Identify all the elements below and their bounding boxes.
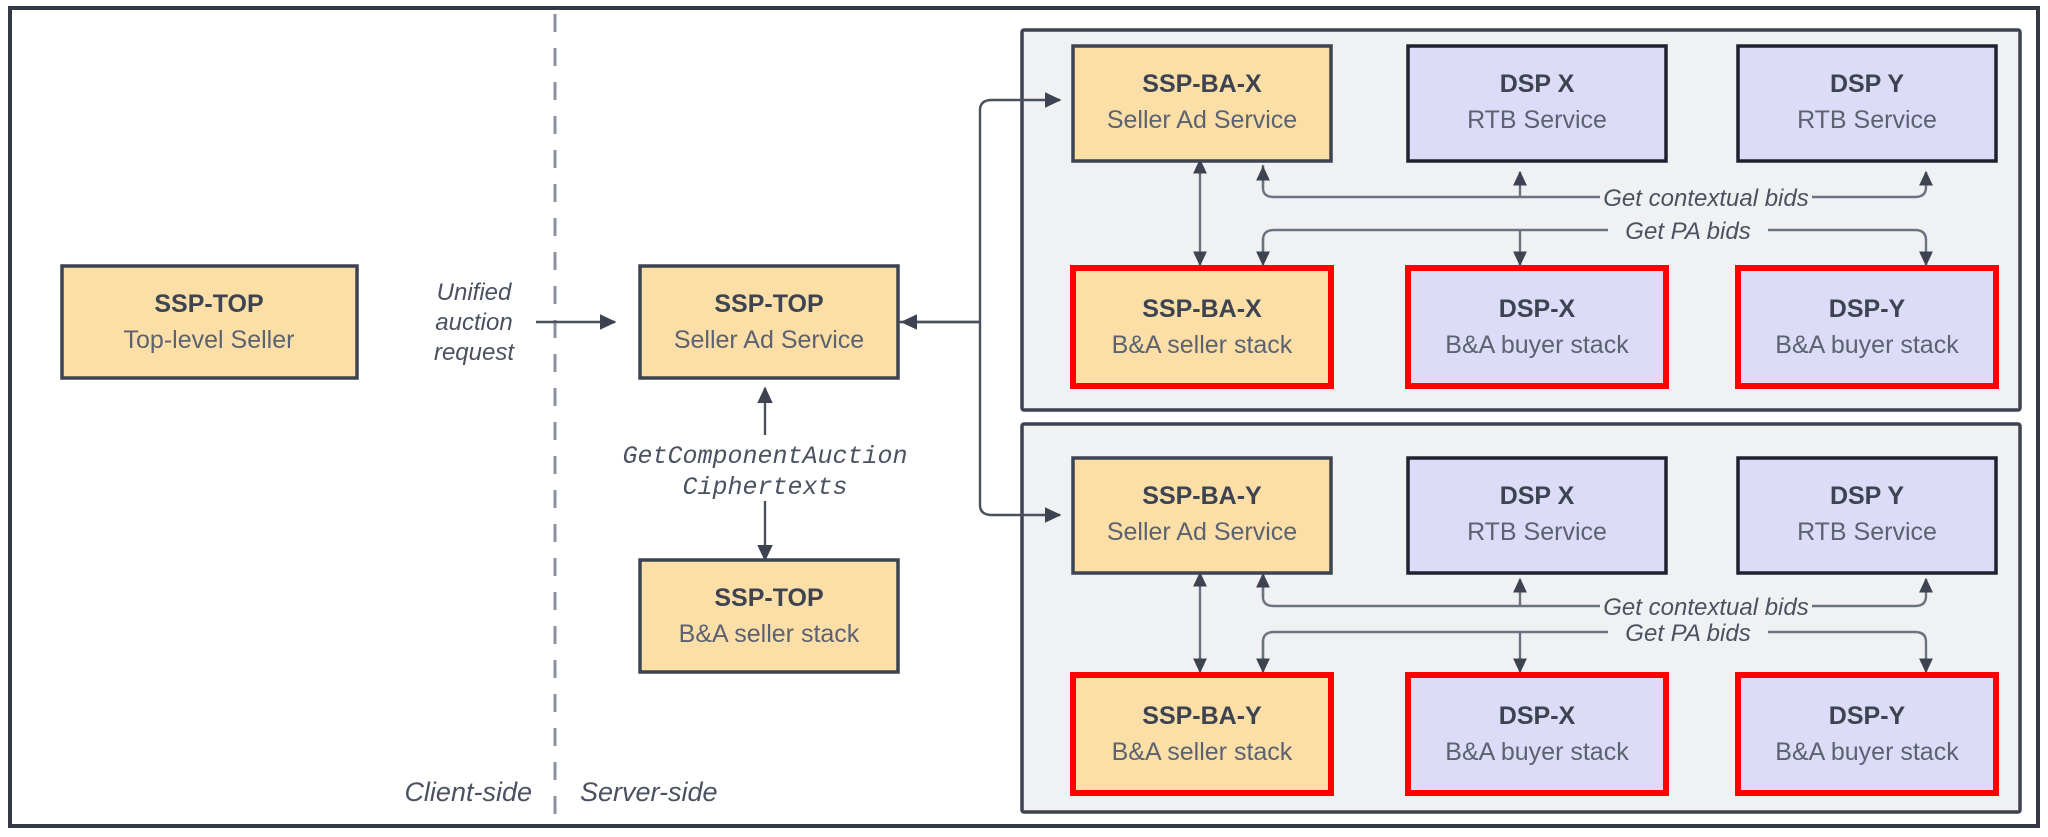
node-ssp-top-top-level-seller[interactable]: SSP-TOP Top-level Seller (60, 264, 359, 380)
label-px-get-contextual-bids: Get contextual bids (1600, 180, 1812, 214)
label-text: Get contextual bids (1603, 185, 1808, 212)
node-px-dsp-y-rtb-service[interactable]: DSP Y RTB Service (1736, 44, 1998, 163)
node-subtitle: Seller Ad Service (1107, 106, 1297, 134)
node-subtitle: B&A buyer stack (1775, 331, 1959, 359)
node-ssp-top-ba-seller-stack[interactable]: SSP-TOP B&A seller stack (638, 558, 900, 674)
node-title: SSP-BA-X (1142, 295, 1262, 323)
node-subtitle: B&A seller stack (1112, 738, 1293, 766)
node-title: SSP-TOP (714, 290, 823, 318)
label-line-3: request (434, 339, 515, 366)
node-title: SSP-BA-Y (1142, 702, 1262, 730)
px-contextual-arrow-dspy (1805, 170, 1933, 199)
node-title: DSP Y (1830, 482, 1904, 510)
node-px-dsp-y-buyer-stack[interactable]: DSP-Y B&A buyer stack (1735, 265, 1999, 389)
node-py-dsp-x-buyer-stack[interactable]: DSP-X B&A buyer stack (1405, 672, 1669, 796)
node-title: DSP-X (1499, 295, 1576, 323)
node-title: DSP Y (1830, 70, 1904, 98)
node-title: DSP-Y (1829, 295, 1906, 323)
label-line-1: Unified (437, 279, 512, 306)
label-line-2: Ciphertexts (682, 473, 847, 502)
label-py-get-pa-bids: Get PA bids (1608, 615, 1768, 649)
node-py-ssp-ba-y-seller-stack[interactable]: SSP-BA-Y B&A seller stack (1070, 672, 1334, 796)
node-py-dsp-x-rtb-service[interactable]: DSP X RTB Service (1406, 456, 1668, 575)
node-subtitle: RTB Service (1467, 518, 1607, 546)
node-title: DSP-X (1499, 702, 1576, 730)
px-pa-arrow-dspy (1760, 228, 1933, 267)
server-side-label: Server-side (580, 777, 718, 807)
py-contextual-arrow-dspy (1805, 577, 1933, 608)
client-side-label: Client-side (404, 777, 532, 807)
node-subtitle: B&A buyer stack (1445, 331, 1629, 359)
node-px-ssp-ba-x-seller-stack[interactable]: SSP-BA-X B&A seller stack (1070, 265, 1334, 389)
connector-ssptop-to-ssp-ba-x (978, 92, 1062, 322)
node-ssp-top-seller-ad-service[interactable]: SSP-TOP Seller Ad Service (638, 264, 900, 380)
label-line-2: auction (435, 309, 512, 336)
node-title: DSP X (1500, 482, 1575, 510)
node-subtitle: B&A buyer stack (1775, 738, 1959, 766)
node-subtitle: Top-level Seller (124, 326, 295, 354)
node-subtitle: RTB Service (1797, 518, 1937, 546)
node-py-dsp-y-buyer-stack[interactable]: DSP-Y B&A buyer stack (1735, 672, 1999, 796)
label-text: Get PA bids (1625, 620, 1750, 647)
node-title: SSP-BA-Y (1142, 482, 1262, 510)
node-subtitle: B&A seller stack (679, 620, 860, 648)
py-contextual-left (1261, 572, 1520, 608)
label-get-component-auction-ciphertexts: GetComponentAuction Ciphertexts (608, 435, 926, 502)
node-subtitle: B&A buyer stack (1445, 738, 1629, 766)
connector-ssptop-to-ssp-ba-y (978, 322, 1062, 523)
label-text: Get PA bids (1625, 218, 1750, 245)
label-px-get-pa-bids: Get PA bids (1608, 213, 1768, 247)
node-subtitle: Seller Ad Service (1107, 518, 1297, 546)
node-px-dsp-x-buyer-stack[interactable]: DSP-X B&A buyer stack (1405, 265, 1669, 389)
node-subtitle: B&A seller stack (1112, 331, 1293, 359)
node-subtitle: RTB Service (1797, 106, 1937, 134)
node-subtitle: Seller Ad Service (674, 326, 864, 354)
node-title: SSP-TOP (154, 290, 263, 318)
node-title: SSP-TOP (714, 584, 823, 612)
label-line-1: GetComponentAuction (622, 442, 907, 471)
outer-frame (8, 6, 2040, 828)
node-title: DSP X (1500, 70, 1575, 98)
node-title: DSP-Y (1829, 702, 1906, 730)
node-title: SSP-BA-X (1142, 70, 1262, 98)
px-contextual-left (1261, 165, 1520, 199)
label-unified-auction-request: Unified auction request (414, 270, 536, 372)
node-py-ssp-ba-y-seller-ad-service[interactable]: SSP-BA-Y Seller Ad Service (1071, 456, 1333, 575)
py-pa-arrow-dspy (1760, 630, 1933, 674)
node-py-dsp-y-rtb-service[interactable]: DSP Y RTB Service (1736, 456, 1998, 575)
node-px-ssp-ba-x-seller-ad-service[interactable]: SSP-BA-X Seller Ad Service (1071, 44, 1333, 163)
node-subtitle: RTB Service (1467, 106, 1607, 134)
node-px-dsp-x-rtb-service[interactable]: DSP X RTB Service (1406, 44, 1668, 163)
